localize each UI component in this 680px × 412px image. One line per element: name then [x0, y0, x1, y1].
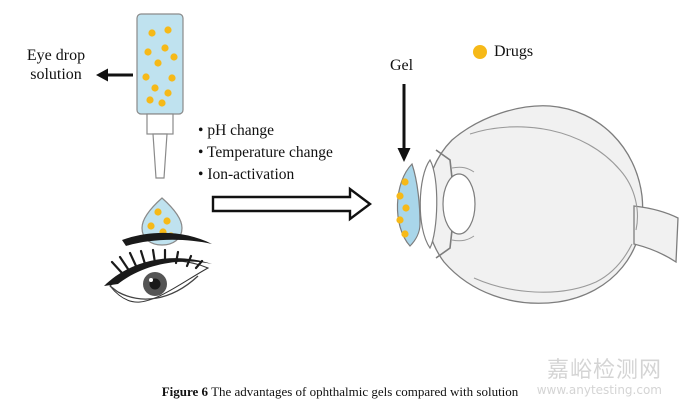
eye-drop-arrow — [96, 68, 133, 82]
drug-dot — [168, 74, 176, 82]
figure-caption-text: The advantages of ophthalmic gels compar… — [211, 384, 519, 399]
eyeball-cross-section — [419, 105, 679, 304]
eye-drop-solution-label-line1: Eye drop — [26, 47, 86, 64]
eyeball-lens — [442, 173, 476, 235]
stimulus-item: • Temperature change — [198, 144, 333, 161]
eye-drop — [141, 197, 183, 246]
watermark-sub: www.anytesting.com — [536, 383, 662, 397]
watermark-main: 嘉峪检测网 — [546, 358, 662, 383]
drug-dot — [396, 192, 404, 200]
stimulus-item-text: pH change — [207, 122, 275, 139]
drug-dot — [147, 222, 155, 230]
stimulus-item-text: Ion-activation — [207, 166, 295, 183]
stimulus-item: • pH change — [198, 122, 275, 139]
gel-arrow — [397, 84, 411, 162]
small-eye-brow — [122, 232, 212, 246]
eye-drop-solution-label-line2: solution — [30, 66, 82, 83]
figure-caption: Figure 6 The advantages of ophthalmic ge… — [0, 385, 680, 398]
dropper-bottle-nozzle — [152, 133, 168, 179]
dropper-bottle-neck — [146, 113, 174, 135]
drug-dot — [164, 89, 172, 97]
stimulus-item: • Ion-activation — [198, 166, 295, 183]
drug-dot — [151, 84, 159, 92]
watermark: 嘉峪检测网 www.anytesting.com — [536, 358, 662, 397]
stimulus-item-text: Temperature change — [207, 144, 333, 161]
drug-dot — [146, 96, 154, 104]
drugs-legend-label: Drugs — [494, 43, 534, 60]
drug-dot — [401, 178, 409, 186]
eyeball-optic-nerve — [633, 205, 679, 264]
small-eye-icon — [104, 232, 212, 303]
drug-dot — [163, 217, 171, 225]
stimulus-list: • pH change • Temperature change • Ion-a… — [198, 123, 333, 189]
drug-dot — [402, 204, 410, 212]
drugs-legend-dot — [473, 45, 487, 59]
drug-dot — [396, 216, 404, 224]
drug-dot — [142, 73, 150, 81]
eye-drop-solution-label: Eye drop solution — [14, 48, 98, 83]
drug-dot — [158, 99, 166, 107]
drug-dot — [170, 53, 178, 61]
gel-drug-dots — [396, 178, 410, 238]
bottle-drug-dots — [142, 26, 178, 107]
eyeball-cornea — [419, 158, 438, 250]
gel-label: Gel — [390, 57, 414, 74]
drug-dot — [154, 208, 162, 216]
gel-layer — [396, 162, 421, 247]
figure-number: Figure 6 — [161, 384, 209, 399]
drug-dot — [144, 48, 152, 56]
small-eye-upper-lid — [104, 258, 212, 286]
drug-dot — [148, 29, 156, 37]
gel-shape — [396, 162, 421, 247]
drug-dot — [161, 44, 169, 52]
drug-dot — [164, 26, 172, 34]
dropper-bottle — [136, 13, 184, 179]
drug-dot — [154, 59, 162, 67]
process-arrow — [211, 186, 372, 222]
drug-dot — [401, 230, 409, 238]
